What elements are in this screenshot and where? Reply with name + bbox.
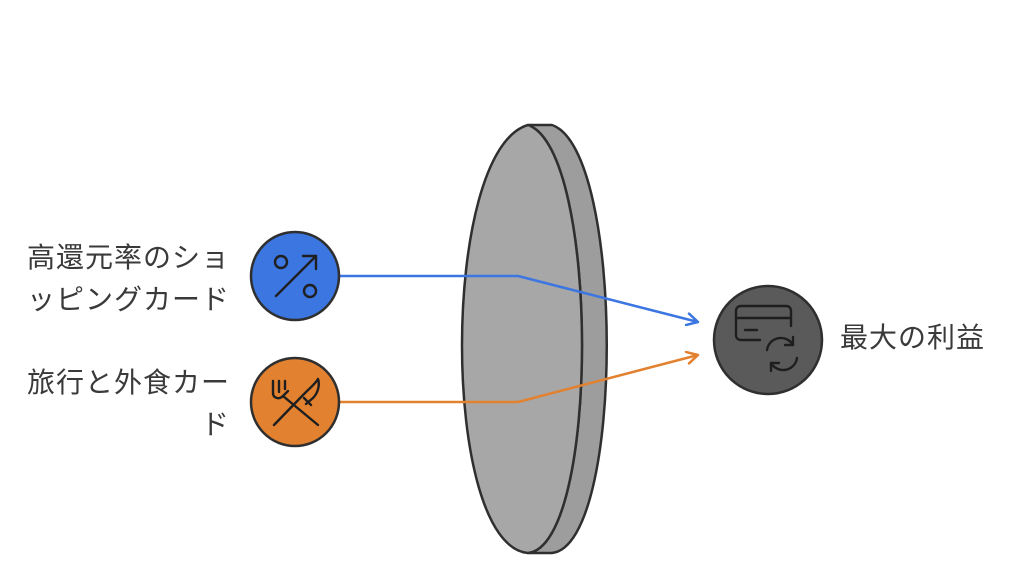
input-label-shopping-line-1: 高還元率のショ (26, 241, 230, 274)
connector-shopping (340, 274, 698, 322)
input-node-travel (249, 356, 341, 448)
input-label-travel: 旅行と外食カー ド (0, 362, 230, 446)
output-label-result: 最大の利益 (840, 321, 986, 354)
credit-card-refresh-icon (734, 304, 799, 373)
connector-travel (340, 355, 698, 404)
fork-knife-icon (271, 377, 320, 427)
input-node-shopping (249, 230, 341, 322)
input-label-shopping: 高還元率のショ ッピングカード (0, 237, 230, 321)
input-label-travel-line-2: ド (200, 408, 230, 441)
lens-icon (460, 123, 608, 555)
input-label-travel-line-1: 旅行と外食カー (26, 366, 230, 399)
output-node-result (712, 284, 824, 396)
input-label-shopping-line-2: ッピングカード (26, 283, 230, 316)
percent-icon (273, 254, 318, 299)
